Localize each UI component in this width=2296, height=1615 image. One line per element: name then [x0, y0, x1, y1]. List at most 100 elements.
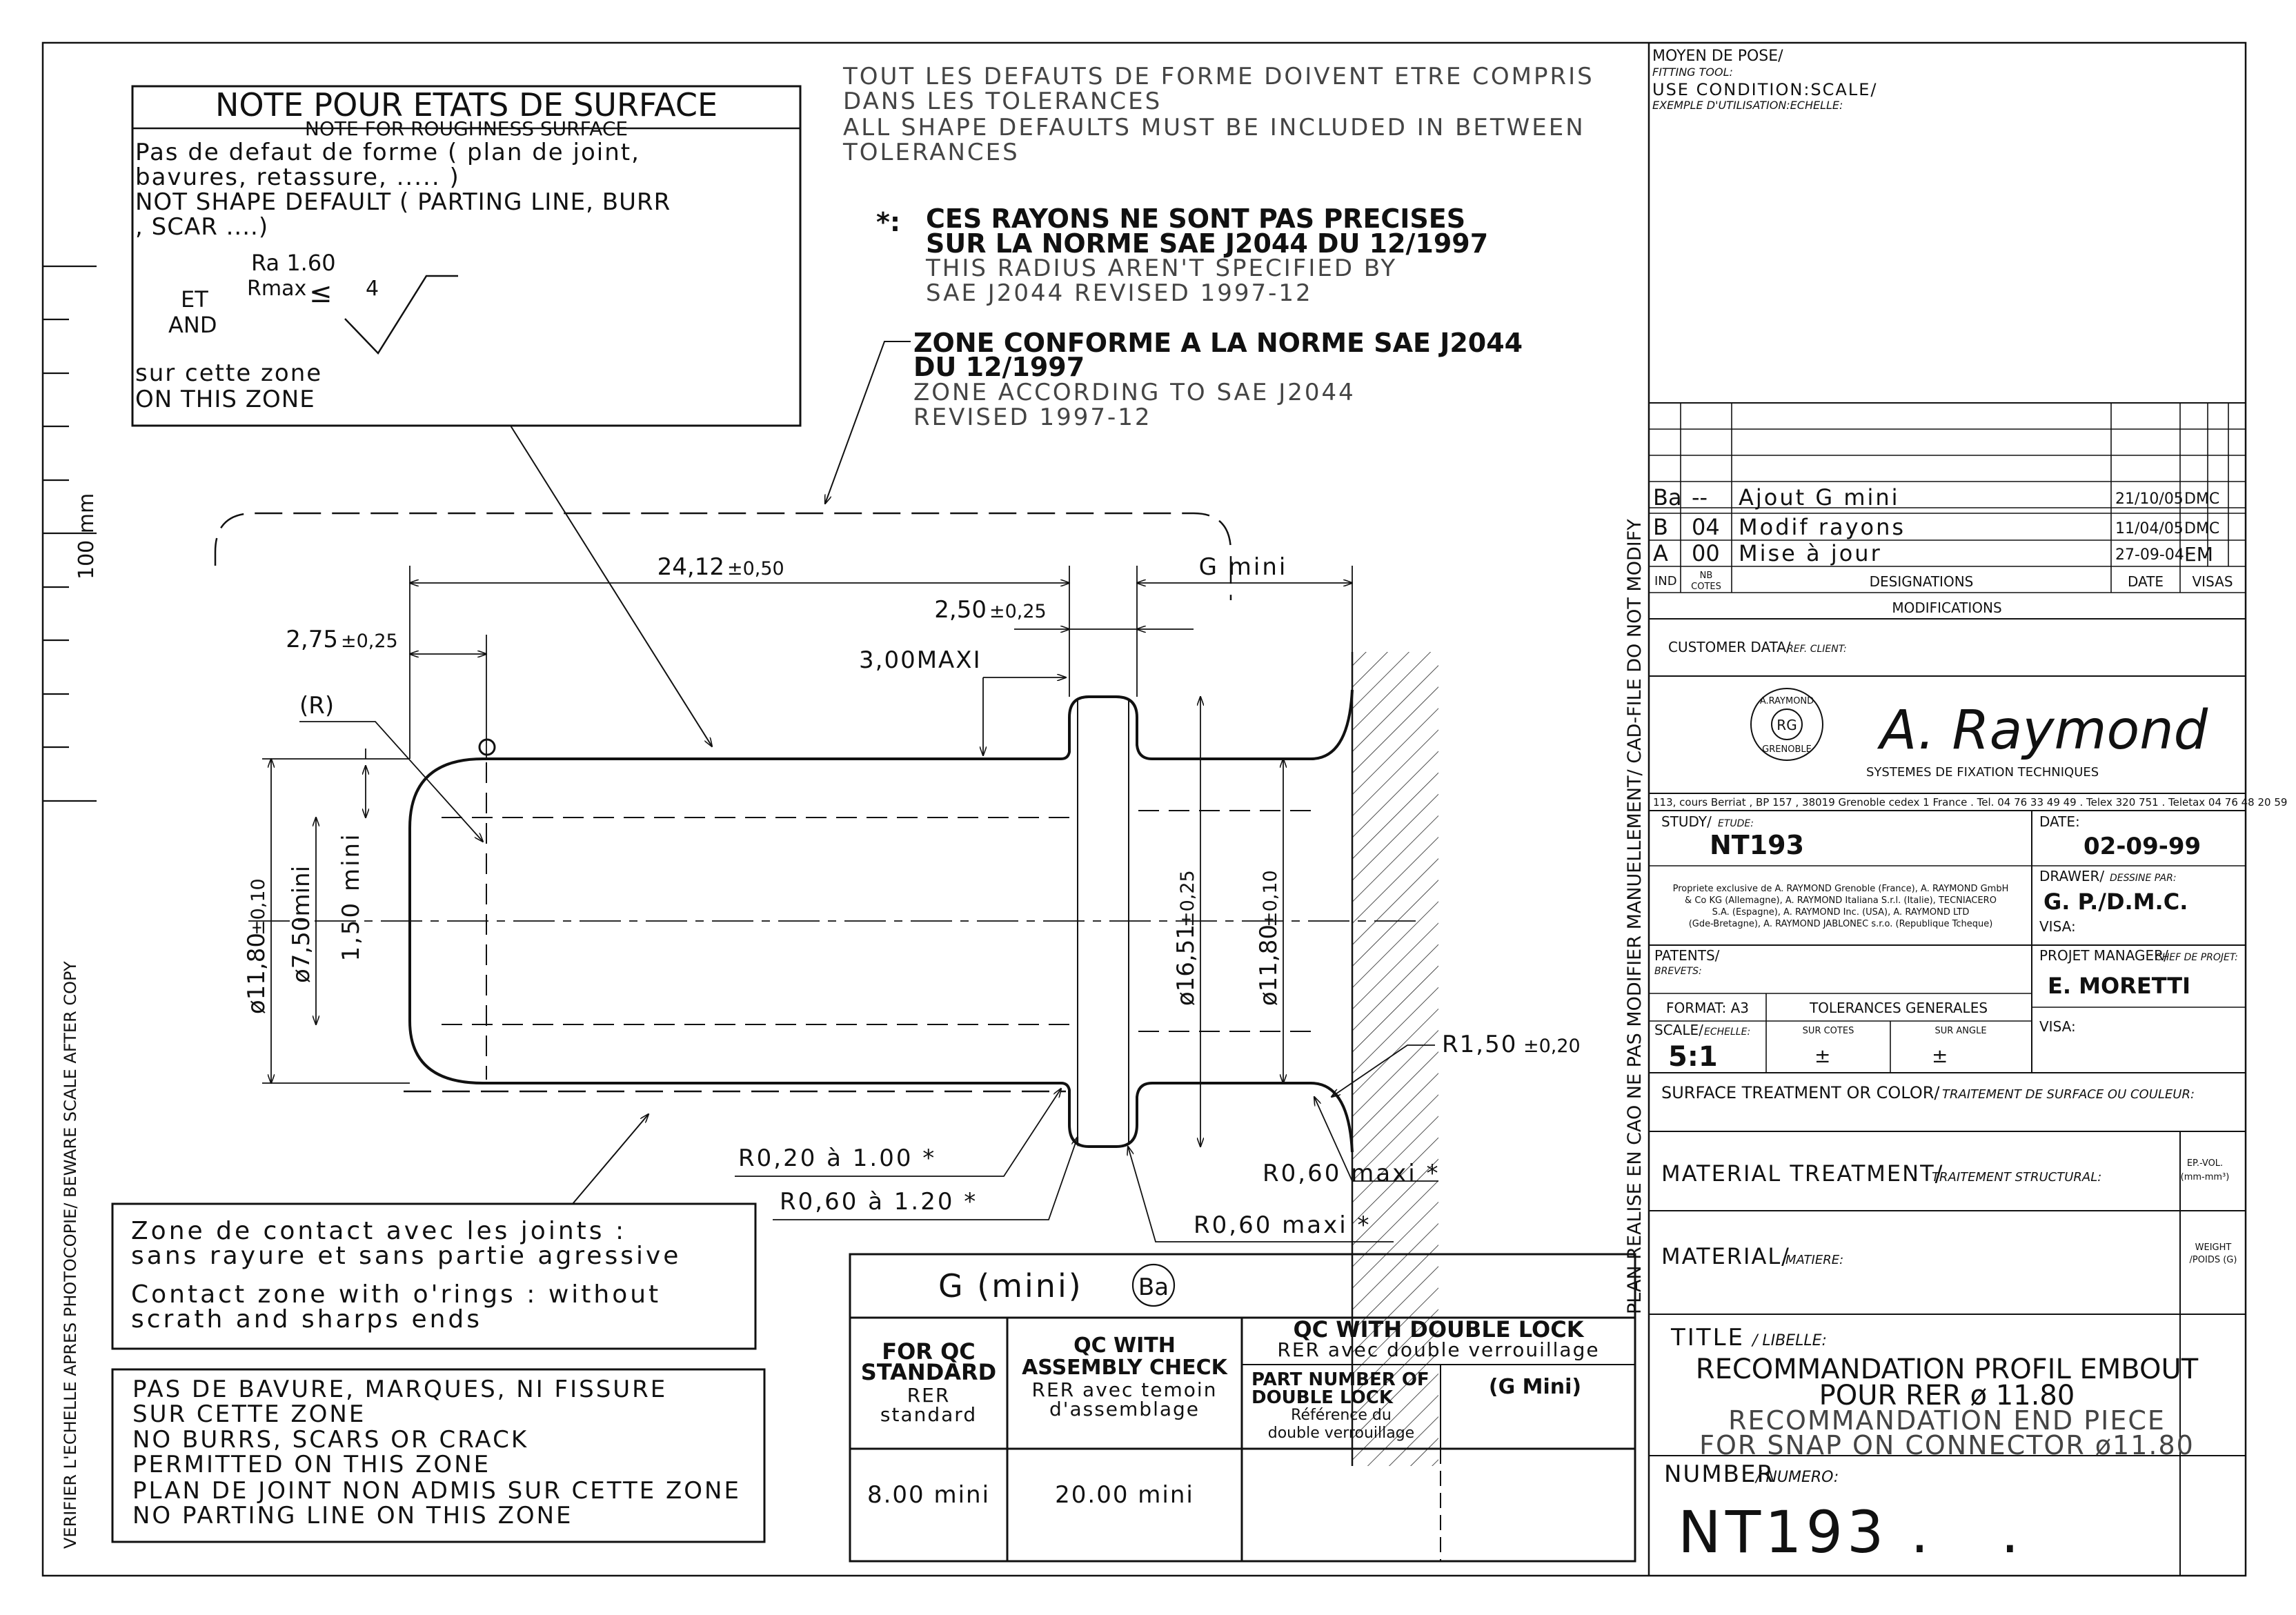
tb-moyen-fr: FITTING TOOL: [1652, 66, 1733, 79]
svg-text:11/04/05: 11/04/05 [2115, 520, 2184, 537]
dim-275-value: 2,75 [286, 626, 338, 653]
tb-customer-fr: REF. CLIENT: [1787, 644, 1847, 655]
tb-property: Propriete exclusive de A. RAYMOND Grenob… [1673, 884, 2009, 894]
tb-visa2: VISA: [2039, 1018, 2076, 1035]
photocopy-warning: VERIFIER L'ECHELLE APRES PHOTOCOPIE/ BEW… [61, 961, 80, 1549]
tb-study-label: STUDY/ [1661, 813, 1712, 830]
burr-note-line: NO BURRS, SCARS OR CRACK [132, 1426, 528, 1454]
surface-note-line: NOT SHAPE DEFAULT ( PARTING LINE, BURR [135, 188, 671, 216]
dim-r-label: (R) [299, 692, 334, 720]
zone-note-leader [825, 341, 911, 504]
tb-surface-fr: TRAITEMENT DE SURFACE OU COULEUR: [1942, 1087, 2195, 1102]
tb-title-fr: / LIBELLE: [1751, 1332, 1827, 1349]
g-table-title: G (mini) [938, 1267, 1083, 1305]
datum-circle [478, 738, 496, 756]
tb-scale: 5:1 [1668, 1041, 1718, 1073]
contact-note-line: Contact zone with o'rings : without [131, 1280, 661, 1309]
scale-bar [43, 265, 97, 802]
surface-note-et: ET [181, 286, 208, 313]
surface-note-and: AND [168, 312, 217, 338]
radius-note-line: CES RAYONS NE SONT PAS PRECISES [926, 204, 1465, 234]
contact-note-box [111, 1202, 757, 1350]
svg-text:RG: RG [1777, 717, 1797, 733]
svg-text:EM: EM [2184, 543, 2213, 566]
tb-date: 02-09-99 [2084, 833, 2201, 860]
g-value-standard: 8.00 mini [867, 1481, 990, 1509]
radius-note-line: THIS RADIUS AREN'T SPECIFIED BY [925, 255, 1397, 282]
dim-1651-tol: ±0,25 [1177, 870, 1198, 927]
tb-study: NT193 [1710, 830, 1804, 860]
tb-property: (Gde-Bretagne), A. RAYMOND JABLONEC s.r.… [1689, 919, 1993, 929]
svg-text:DMC: DMC [2184, 520, 2219, 537]
surface-note-leader [510, 425, 712, 746]
contact-note-leader [572, 1114, 649, 1205]
tb-h-date: DATE [2128, 573, 2164, 590]
top-note-line: TOLERANCES [842, 139, 1020, 166]
roughness-rmax-value: 4 [366, 277, 379, 301]
tb-pm-fr: CHEF DE PROJET: [2155, 952, 2238, 963]
tb-h-desig: DESIGNATIONS [1870, 573, 1974, 590]
g-col3b-header: (G Mini) [1489, 1375, 1581, 1399]
svg-text:B: B [1653, 514, 1668, 540]
g-col3a-sub: Référence du [1291, 1407, 1392, 1424]
tb-number-label: NUMBER [1664, 1460, 1774, 1488]
burr-note-line: PERMITTED ON THIS ZONE [132, 1451, 491, 1478]
surface-note-zone-fr: sur cette zone [135, 359, 322, 387]
dim-r060c-value: R0,60 maxi * [1194, 1211, 1371, 1239]
contact-note-line: Zone de contact avec les joints : [131, 1217, 626, 1245]
surface-note-zone-en: ON THIS ZONE [135, 386, 315, 413]
surface-note-line: bavures, retassure, ..... ) [135, 164, 460, 191]
tb-pm-angle: ± [1932, 1044, 1948, 1067]
tb-scale-label: SCALE/ [1654, 1022, 1703, 1038]
tb-sur-angle: SUR ANGLE [1934, 1026, 1986, 1036]
tb-property: & Co KG (Allemagne), A. RAYMOND Italiana… [1685, 895, 1997, 906]
g-col1-header: FOR QC [882, 1338, 976, 1365]
surface-note-line: , SCAR ....) [135, 213, 268, 241]
tb-surface: SURFACE TREATMENT OR COLOR/ [1661, 1083, 1940, 1102]
company-brand: A. Raymond [1877, 700, 2208, 762]
dim-300-value: 3,00MAXI [859, 646, 982, 674]
dim-1180-value: ø11,80 [243, 933, 270, 1014]
g-col3a-header: DOUBLE LOCK [1251, 1387, 1394, 1408]
top-note-line: DANS LES TOLERANCES [843, 88, 1162, 115]
svg-text:Ajout G mini: Ajout G mini [1739, 484, 1900, 511]
dim-24-tol: ±0,50 [727, 558, 784, 579]
surface-note-subtitle: NOTE FOR ROUGHNESS SURFACE [305, 117, 628, 140]
dim-1180-tol: ±0,10 [248, 878, 269, 935]
g-value-assembly: 20.00 mini [1055, 1481, 1194, 1509]
tb-weight-unit: /POIDS (G) [2190, 1255, 2237, 1265]
dim-1651-value: ø16,51 [1172, 924, 1200, 1006]
g-col2-header: QC WITH [1073, 1334, 1176, 1358]
g-col2-header: ASSEMBLY CHECK [1022, 1356, 1229, 1380]
dim-r060b-value: R0,60 maxi * [1263, 1160, 1440, 1187]
tb-title-4: FOR SNAP ON CONNECTOR ø11.80 [1699, 1430, 2195, 1460]
roughness-ra: Ra 1.60 [251, 250, 336, 276]
contact-note-line: scrath and sharps ends [131, 1305, 482, 1334]
tb-use: USE CONDITION:SCALE/ [1652, 80, 1877, 99]
zone-note-line: ZONE CONFORME A LA NORME SAE J2044 [913, 328, 1523, 358]
g-table [849, 1253, 1636, 1563]
tb-ep: EP.-VOL. [2187, 1158, 2223, 1169]
tb-h-ind: IND [1654, 574, 1677, 588]
dim-1180b-value: ø11,80 [1255, 924, 1283, 1006]
top-note-line: ALL SHAPE DEFAULTS MUST BE INCLUDED IN B… [843, 114, 1585, 141]
tb-pm: E. MORETTI [2048, 973, 2190, 999]
dim-gmini-value: G mini [1199, 553, 1288, 581]
tb-h-nb: NB [1700, 571, 1713, 581]
dim-24-value: 24,12 [657, 553, 724, 581]
g-col3a-sub: double verrouillage [1268, 1425, 1414, 1442]
surface-note-line: Pas de defaut de forme ( plan de joint, [135, 139, 640, 166]
g-col1-sub: standard [880, 1403, 977, 1426]
roughness-rmax: Rmax [247, 277, 306, 301]
g-col2-sub: d'assemblage [1049, 1398, 1200, 1420]
tb-use-fr: EXEMPLE D'UTILISATION:ECHELLE: [1652, 99, 1843, 112]
g-table-rev-badge: Ba [1138, 1274, 1169, 1301]
dim-250-tol: ±0,25 [989, 601, 1047, 622]
company-address: 113, cours Berriat , BP 157 , 38019 Gren… [1653, 796, 2287, 809]
tb-patents: PATENTS/ [1654, 947, 1720, 964]
scale-bar-label: 100 mm [75, 493, 99, 579]
tb-h-modif: MODIFICATIONS [1892, 600, 2001, 616]
dim-1180b-tol: ±0,10 [1260, 870, 1281, 927]
dim-r150-value: R1,50 [1442, 1031, 1517, 1058]
tb-format: FORMAT: A3 [1666, 1000, 1749, 1016]
